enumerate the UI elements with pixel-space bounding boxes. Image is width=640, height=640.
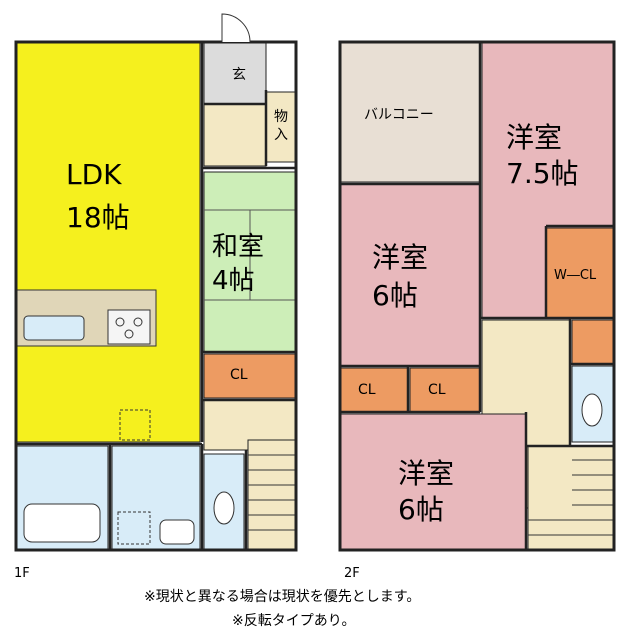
western-room-c <box>339 413 527 551</box>
stove-burner <box>133 317 143 327</box>
ldk-area <box>15 41 201 443</box>
storage-label-bottom: 入 <box>274 127 288 143</box>
storage-label-top: 物 <box>274 109 288 125</box>
entrance-door <box>221 13 251 43</box>
stair-treads-1f <box>248 454 296 531</box>
entrance-hall <box>203 103 267 167</box>
toilet-fixture <box>213 491 235 525</box>
closet-1f <box>203 353 297 399</box>
walls-1f <box>16 42 296 550</box>
western-room-a-size: 7.5帖 <box>506 157 579 190</box>
western-room-c-size: 6帖 <box>398 493 444 526</box>
floor-2-outline <box>338 40 616 552</box>
stairs-2f <box>527 445 615 551</box>
stair-treads-2f <box>528 459 614 536</box>
washitsu-name: 和室 <box>212 232 265 262</box>
balcony-area <box>339 41 481 183</box>
washbasin <box>159 519 195 545</box>
note-line-2: ※反転タイプあり。 <box>232 613 356 629</box>
stove-burner <box>124 329 134 339</box>
entrance-area <box>203 41 267 105</box>
western-room-b <box>339 183 481 367</box>
ldk-size: 18帖 <box>66 201 130 234</box>
kitchen-stove <box>107 309 151 345</box>
western-room-a-name: 洋室 <box>506 121 563 154</box>
washing-machine-space <box>117 511 151 545</box>
floor-1 <box>14 13 298 552</box>
walkin-closet-label: W―CL <box>554 268 597 283</box>
balcony-label: バルコニー <box>364 107 434 123</box>
floor-1-label: 1F <box>14 566 30 581</box>
ldk-name: LDK <box>66 158 122 191</box>
western-room-b-size: 6帖 <box>372 279 418 312</box>
closet-2f-right <box>409 367 481 413</box>
closet-1f-label: CL <box>230 367 248 383</box>
stove-burner <box>115 317 125 327</box>
western-room-b-name: 洋室 <box>372 241 429 274</box>
western-room-c-name: 洋室 <box>398 457 455 490</box>
walls-2f <box>340 42 614 550</box>
closet-2f-left <box>339 367 409 413</box>
washitsu-size: 4帖 <box>212 266 255 296</box>
floor-2-label: 2F <box>344 566 360 581</box>
bathtub <box>23 503 101 543</box>
note-line-1: ※現状と異なる場合は現状を優先とします。 <box>144 589 421 605</box>
kitchen-sink <box>23 315 85 341</box>
toilet-fixture <box>581 393 603 427</box>
fridge-space <box>119 409 151 441</box>
floor-1-outline <box>14 40 298 552</box>
closet-2f-left-label: CL <box>358 382 376 398</box>
closet-2f-right-label: CL <box>428 382 446 398</box>
entrance-label: 玄 <box>232 67 246 83</box>
small-closet-2f <box>571 319 615 365</box>
floor-2 <box>338 40 616 552</box>
stairs-1f <box>247 439 297 551</box>
